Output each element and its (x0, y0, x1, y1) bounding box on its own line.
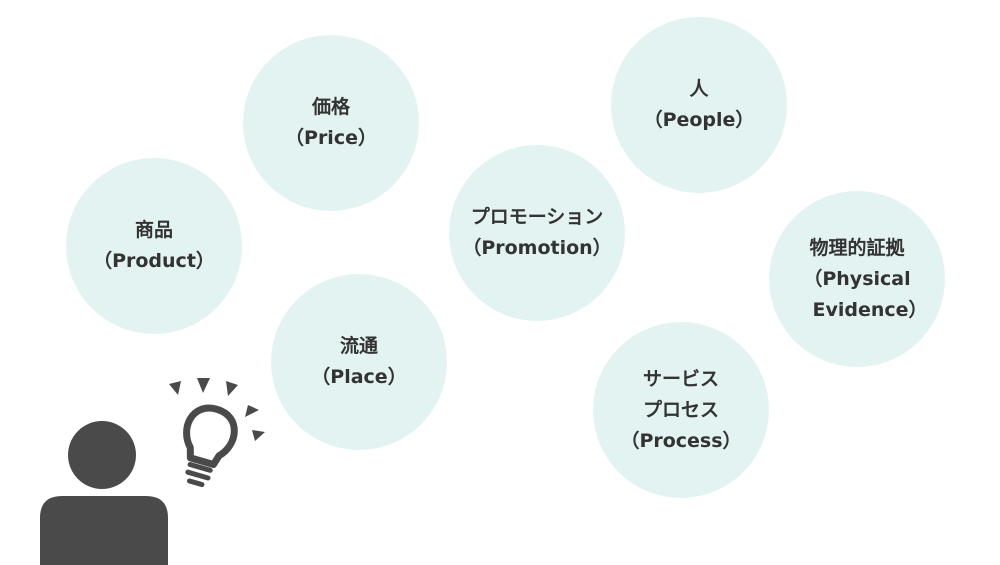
place-label-en: （Place） (311, 366, 407, 388)
promotion-label-jp: プロモーション (470, 206, 604, 228)
promotion-label-en: （Promotion） (462, 237, 612, 259)
place-label-jp: 流通 (339, 335, 378, 357)
person-icon (40, 421, 168, 565)
circle-promotion: プロモーション （Promotion） (449, 145, 625, 321)
light-rays-icon (169, 378, 265, 441)
physical-label-en-2: Evidence） (812, 298, 928, 321)
physical-label-jp: 物理的証拠 (809, 236, 905, 259)
price-label-en: （Price） (285, 127, 377, 149)
circle-physical-evidence: 物理的証拠 （Physical Evidence） (769, 191, 945, 367)
circle-product: 商品 （Product） (66, 158, 242, 334)
price-label-jp: 価格 (311, 96, 350, 118)
process-label-en: （Process） (620, 429, 742, 452)
physical-label-en-1: （Physical (803, 267, 911, 290)
light-bulb-icon (183, 404, 238, 488)
process-label-jp-1: サービス (642, 367, 719, 390)
product-label-jp: 商品 (134, 219, 173, 241)
product-label-en: （Product） (93, 250, 215, 272)
people-label-jp: 人 (689, 78, 709, 100)
circle-price: 価格 （Price） (243, 35, 419, 211)
people-label-en: （People） (643, 109, 755, 131)
circle-process: サービス プロセス （Process） (593, 322, 769, 498)
circle-people: 人 （People） (611, 17, 787, 193)
process-label-jp-2: プロセス (642, 398, 719, 421)
circle-place: 流通 （Place） (271, 274, 447, 450)
